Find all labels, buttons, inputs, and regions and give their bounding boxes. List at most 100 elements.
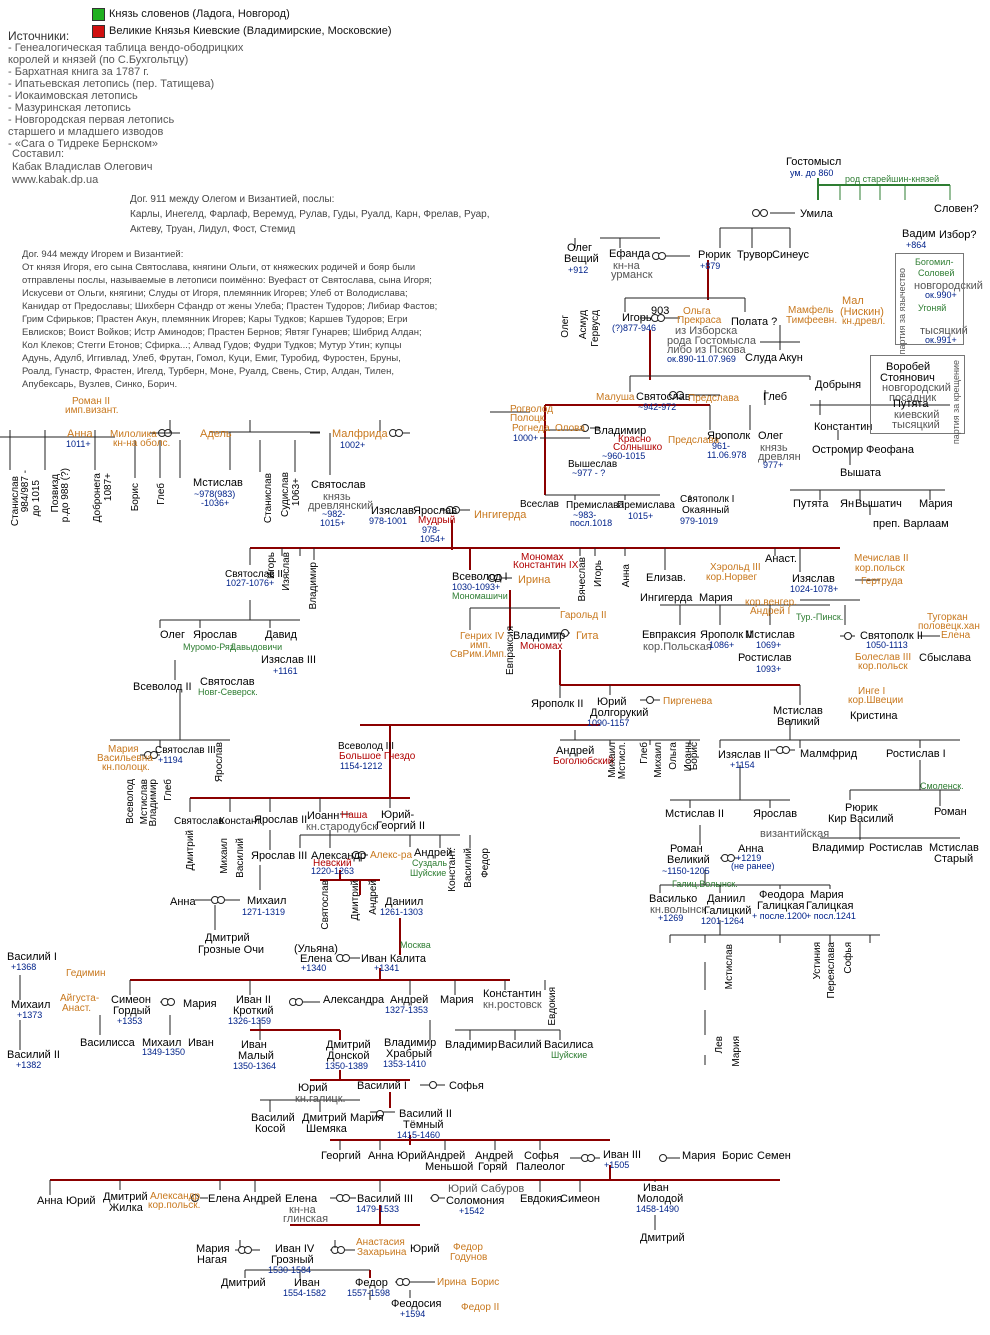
person-node: Великий bbox=[667, 854, 710, 866]
person-node: Косой bbox=[255, 1123, 286, 1135]
person-node: Святослав II bbox=[225, 569, 283, 580]
person-node-vertical: Мстисл. bbox=[617, 742, 628, 780]
marriage-ring bbox=[452, 506, 460, 514]
source-line: - Иокаимовская летопись bbox=[8, 90, 138, 102]
sources-block: Источники: - Генеалогическая таблица вен… bbox=[8, 30, 243, 150]
person-node: Ростислав bbox=[869, 842, 923, 854]
treaty-944-line: Адунь, Адулб, Иггивлад, Улеб, Фрутан, Го… bbox=[22, 353, 401, 364]
person-node: Елизав. bbox=[646, 572, 686, 584]
person-node: Софья bbox=[449, 1080, 484, 1092]
treaty-944-line: Канидар от Предославы; Шихберн Сфандр от… bbox=[22, 301, 438, 312]
person-node: Василиса bbox=[544, 1039, 594, 1051]
person-node: Александр bbox=[150, 1191, 201, 1202]
person-node: Солнышко bbox=[613, 442, 663, 453]
person-node-vertical: Анна bbox=[621, 564, 632, 588]
person-node: Ярослав II bbox=[254, 814, 308, 826]
person-node-vertical: Вячеслав bbox=[577, 557, 588, 602]
person-node: Захарьина bbox=[357, 1247, 407, 1258]
person-node: Святослав bbox=[636, 391, 691, 403]
person-node: Роман bbox=[934, 806, 967, 818]
person-node: 1000+ bbox=[513, 433, 539, 443]
person-node: Всеволод II bbox=[133, 681, 192, 693]
person-node: Новг-Северск. bbox=[198, 687, 258, 697]
person-node: Премислава bbox=[566, 500, 624, 511]
person-node-vertical: Игорь bbox=[593, 560, 604, 587]
person-node: Давид bbox=[265, 629, 297, 641]
person-node: Анастасия bbox=[356, 1237, 405, 1248]
treaty-911: Дог. 911 между Олегом и Византией, послы… bbox=[130, 192, 490, 237]
person-node: Давыдовичи bbox=[230, 642, 283, 652]
person-node: Соломония bbox=[446, 1195, 505, 1207]
person-node-vertical: Олег bbox=[560, 315, 571, 338]
source-line: старшего и младшего изводов bbox=[8, 126, 164, 138]
author-url[interactable]: www.kabak.dp.ua bbox=[12, 174, 99, 186]
person-node: кор.польск. bbox=[148, 1200, 201, 1211]
person-node: Анаст. bbox=[765, 553, 797, 565]
person-node: Ярослав bbox=[193, 629, 238, 641]
person-node: Муромо-Ряз. bbox=[183, 642, 237, 652]
person-node: Юрий bbox=[410, 1243, 440, 1255]
person-node: Малмфрид bbox=[800, 748, 858, 760]
person-node: князь bbox=[323, 491, 351, 503]
person-node-vertical: до 1015 bbox=[31, 480, 42, 517]
person-node: Галицкая bbox=[757, 900, 805, 912]
person-node: Хэрольд III bbox=[710, 562, 761, 573]
person-node: Боголюбский bbox=[553, 756, 614, 767]
legend-slovene: Князь словенов (Ладога, Новгород) bbox=[92, 6, 392, 23]
person-node: Генрих IV bbox=[460, 631, 505, 642]
person-node: Полоцк. bbox=[510, 413, 547, 424]
treaty-944-line: Евлисков; Воист Войков; Истр Аминодов; П… bbox=[22, 327, 422, 338]
marriage-ring bbox=[295, 998, 303, 1006]
person-node: Святослав bbox=[311, 479, 366, 491]
person-node: кн.волынск. bbox=[650, 904, 710, 916]
person-node: Невский bbox=[313, 858, 352, 869]
person-node: +1154 bbox=[730, 760, 755, 770]
person-node: Угоняй bbox=[918, 303, 947, 313]
person-node: из Изборска bbox=[675, 325, 738, 337]
treaty-944-line: Грим Сфирьков; Прастен Акун, племянник И… bbox=[22, 314, 408, 325]
person-node: 978- bbox=[422, 525, 441, 535]
person-node: Галиц.Волынск. bbox=[672, 879, 738, 889]
person-node: Святополк I bbox=[680, 494, 735, 505]
person-node: +1594 bbox=[400, 1309, 426, 1319]
person-node: Ярополк II bbox=[700, 629, 753, 641]
person-node-vertical: Асмуд bbox=[578, 310, 589, 340]
source-line: - Новгородская первая летопись bbox=[8, 114, 175, 126]
treaty-944: Дог. 944 между Игорем и Византией:От кня… bbox=[22, 248, 437, 391]
person-node: Елена bbox=[941, 630, 971, 641]
person-node-vertical: Евдокия bbox=[547, 987, 558, 1026]
person-node: Премислава bbox=[617, 500, 675, 511]
marriage-ring bbox=[337, 1246, 345, 1254]
treaty-944-line: Искусеви от Ольги, княгини; Слуды от Иго… bbox=[22, 288, 408, 299]
person-node: Малуша bbox=[596, 392, 635, 403]
person-node: Ярослав III bbox=[251, 850, 308, 862]
person-node: Мономашичи bbox=[452, 591, 508, 601]
person-node-vertical: Игорь bbox=[266, 552, 277, 579]
person-node: Дмитрий bbox=[326, 1039, 371, 1051]
person-node: Жилка bbox=[109, 1202, 143, 1214]
person-node: Ростислав I bbox=[886, 748, 946, 760]
person-node: Тур.-Пинск. bbox=[796, 612, 844, 622]
person-node: кн.полоцк. bbox=[102, 762, 150, 773]
treaty-911-line: Актеву, Труан, Лидул, Фост, Стемид bbox=[130, 224, 296, 235]
person-node: Ефанда bbox=[609, 248, 651, 260]
person-node-vertical: Евпраксия bbox=[505, 626, 516, 676]
person-node: ок.990+ bbox=[925, 290, 957, 300]
person-node-vertical: 984/987 - bbox=[20, 470, 31, 513]
person-node: ок.991+ bbox=[925, 335, 957, 345]
person-node: византийская bbox=[760, 828, 830, 840]
source-line: королей и князей (по С.Бухгольтцу) bbox=[8, 54, 189, 66]
person-node: Полата ? bbox=[731, 316, 778, 328]
person-node: Инге I bbox=[858, 686, 886, 697]
person-node: Пиргенева bbox=[663, 696, 713, 707]
person-node: Суздаль bbox=[412, 858, 448, 868]
person-node: Горяй bbox=[478, 1161, 508, 1173]
source-line: - Генеалогическая таблица вендо-ободрицк… bbox=[8, 42, 244, 54]
person-node: Вадим bbox=[902, 228, 936, 240]
person-node: преп. Варлаам bbox=[873, 518, 949, 530]
person-node: Стоянович bbox=[880, 372, 935, 384]
person-node: 1557-1598 bbox=[347, 1288, 391, 1298]
person-node: Софья bbox=[524, 1150, 559, 1162]
person-node: Даниил bbox=[385, 896, 424, 908]
person-node-vertical: Станислав bbox=[263, 473, 274, 524]
